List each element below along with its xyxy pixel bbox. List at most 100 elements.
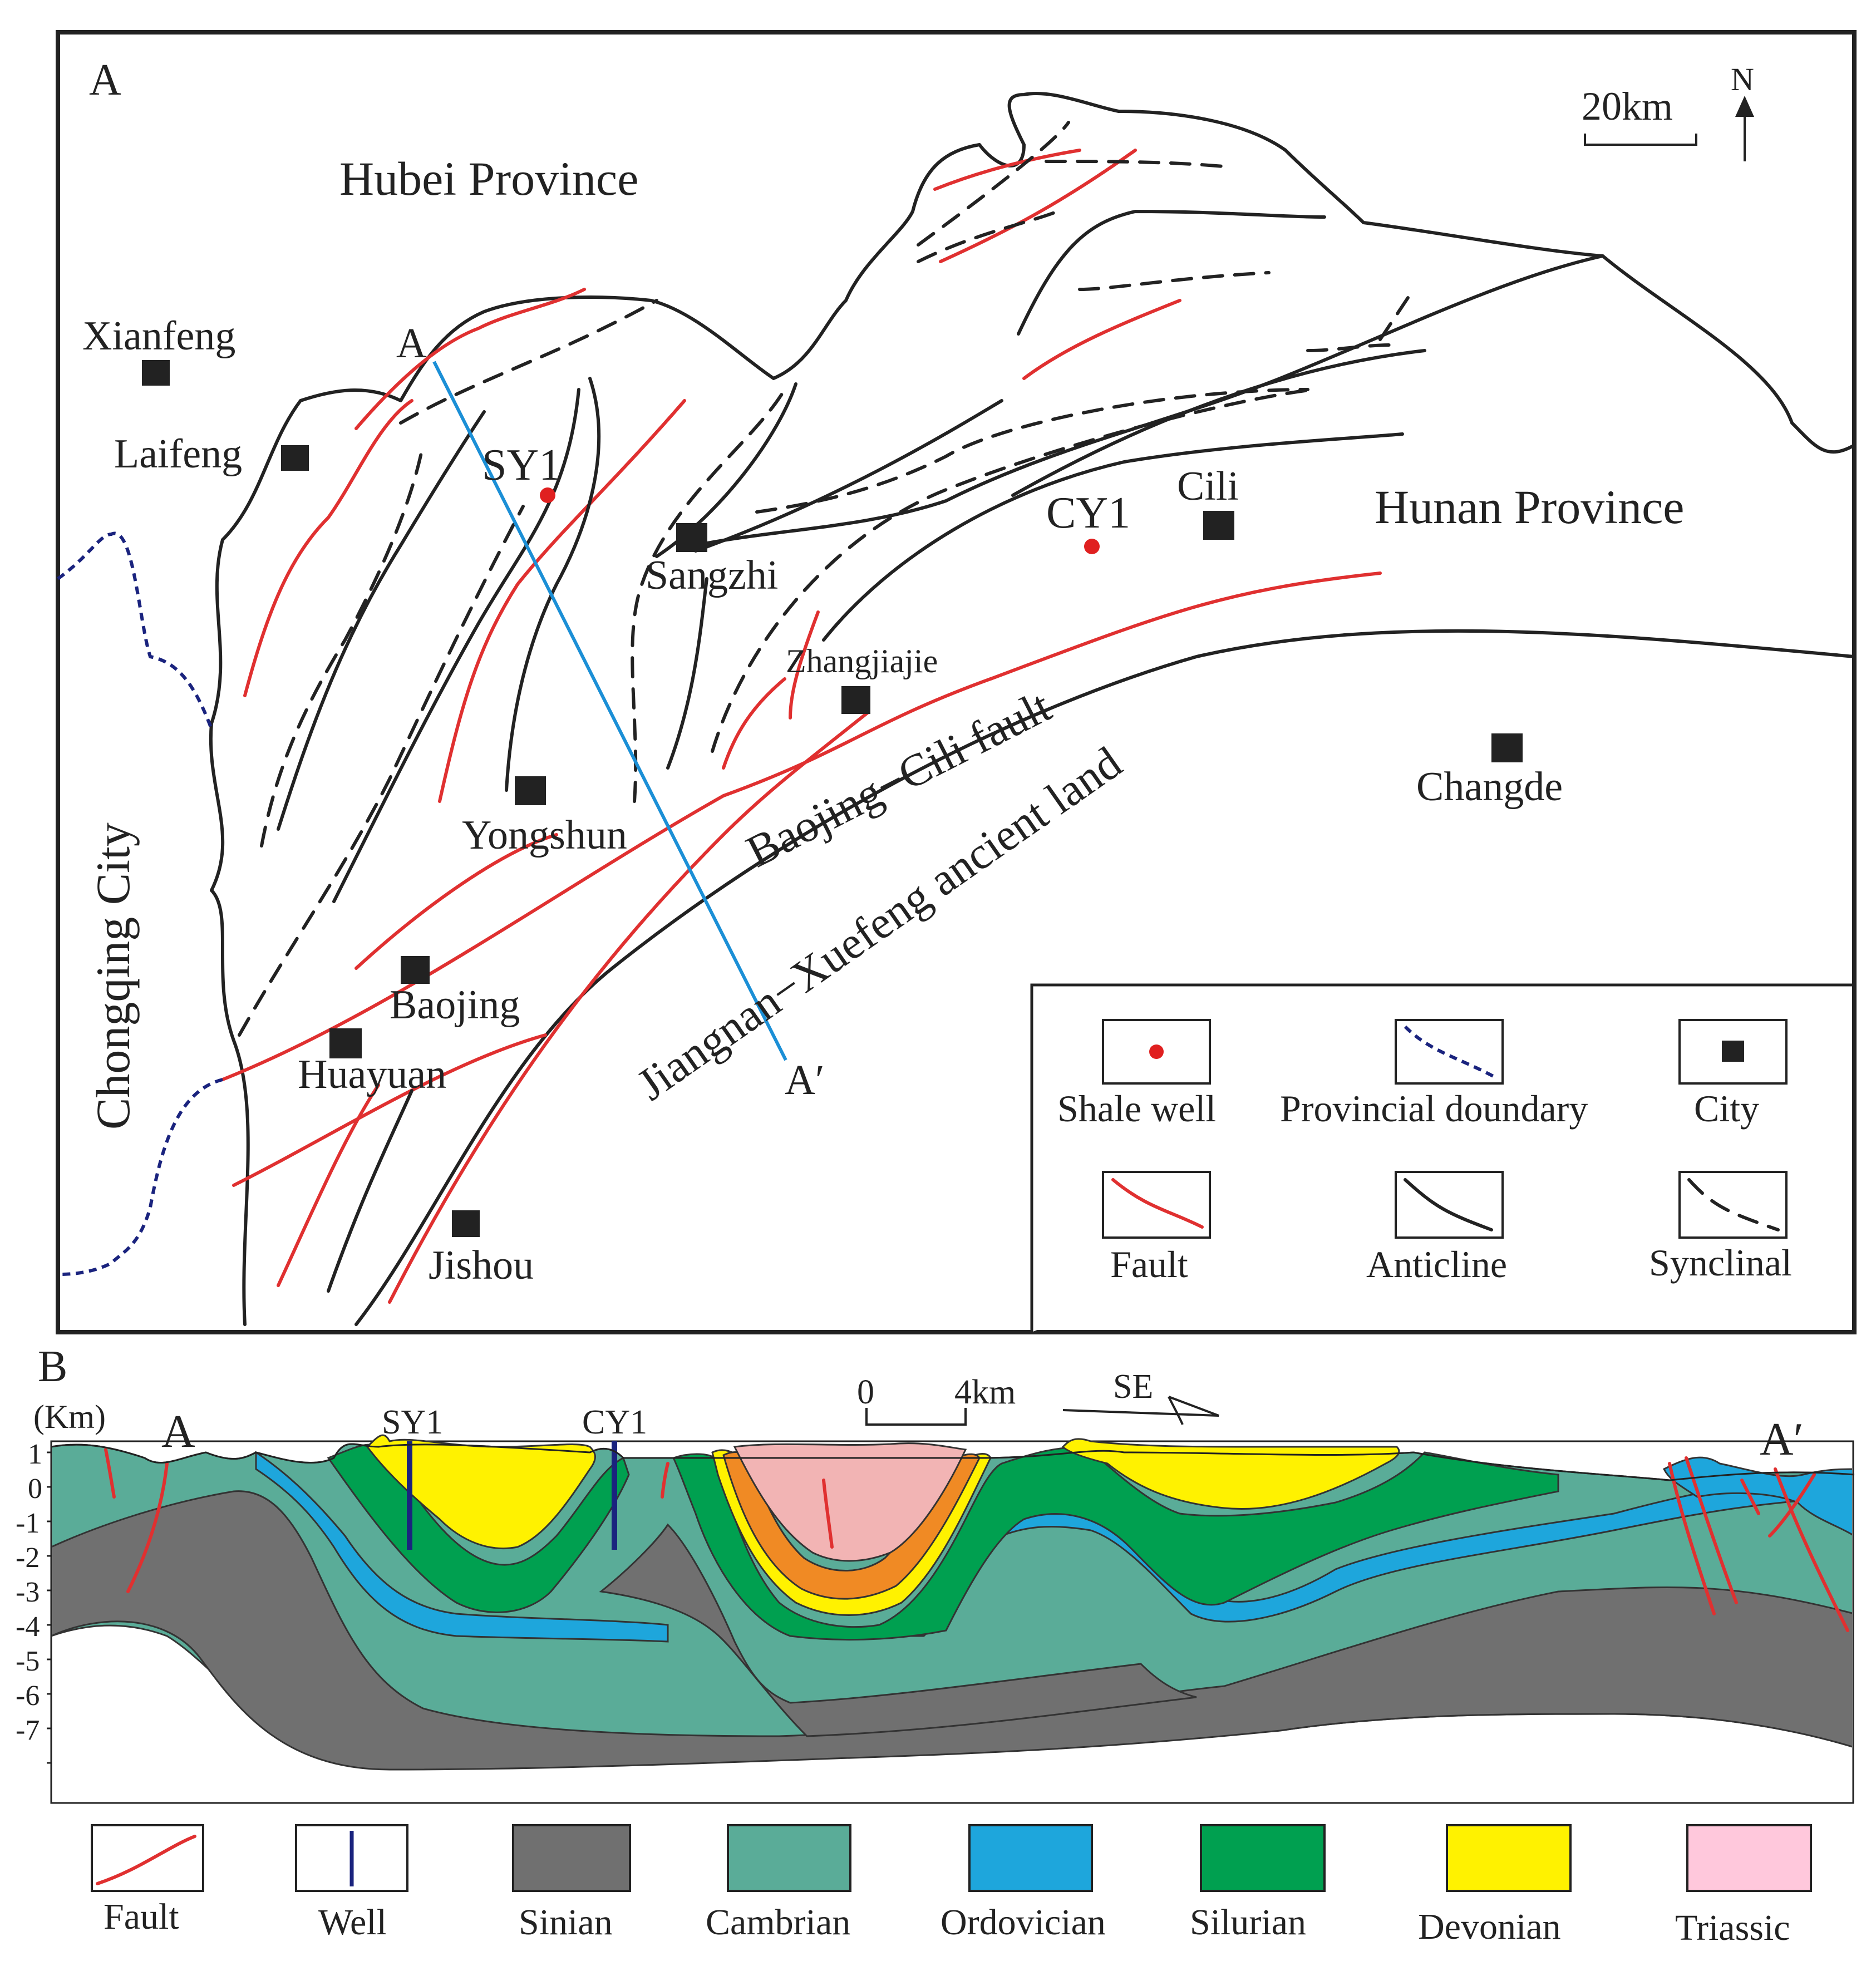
well-marker-cy1: [1084, 539, 1100, 554]
sinian-wedge: [599, 1523, 1197, 1737]
study-area-outline: [209, 91, 1856, 1326]
panel-a-label: A: [89, 56, 121, 105]
fault-line: [1774, 1467, 1849, 1632]
fault-line: [1685, 1456, 1738, 1604]
y-tick-minus1: -1: [16, 1507, 40, 1539]
y-tick-minus2: -2: [16, 1542, 40, 1574]
chongqing-city-label: Chongqing City: [86, 822, 140, 1130]
legend-swatch-triassic: [1686, 1824, 1812, 1892]
city-label-laifeng: Laifeng: [114, 431, 242, 477]
fault-line: [438, 399, 686, 803]
city-label-baojing: Baojing: [390, 982, 520, 1028]
city-label-cili: Cili: [1177, 464, 1239, 509]
red-line-icon: [1111, 1178, 1204, 1229]
direction-label: SE: [1113, 1368, 1153, 1406]
fault-line: [1768, 1473, 1816, 1538]
well-label-cy1: CY1: [1046, 489, 1130, 538]
city-marker-zhangjiajie: [841, 686, 870, 714]
legend-label-cambrian: Cambrian: [706, 1902, 850, 1943]
section-left-end-label: A: [161, 1406, 195, 1457]
fault-line: [354, 288, 586, 430]
fault-line: [388, 711, 870, 1304]
devonian-layer-west: [366, 1434, 596, 1550]
y-tick-0: 0: [28, 1473, 42, 1505]
city-label-changde: Changde: [1416, 764, 1563, 810]
section-line: [432, 361, 787, 1061]
section-well-label-sy1: SY1: [382, 1403, 443, 1441]
direction-arrow-icon: SE: [1062, 1368, 1219, 1425]
section-legend: Fault Well Sinian Cambrian Ordovician Si…: [91, 1824, 1812, 1948]
fault-line: [354, 833, 558, 970]
legend-swatch-devonian: [1446, 1824, 1572, 1892]
synclinal-lines: [238, 121, 1415, 1037]
legend-label-devonian: Devonian: [1418, 1906, 1561, 1947]
anticline-lines: [277, 210, 1604, 1293]
legend-label-sinian: Sinian: [519, 1902, 613, 1943]
city-marker-baojing: [401, 956, 430, 984]
hunan-province-label: Hunan Province: [1375, 480, 1684, 534]
fault-line: [789, 610, 820, 720]
map-legend: Shale well Provincial doundary City Faul…: [1030, 983, 1854, 1332]
well-marker-sy1: [540, 487, 555, 503]
map-scale-bar: 20km: [1582, 84, 1697, 146]
section-scale-end: 4km: [954, 1373, 1016, 1411]
y-tick-minus6: -6: [16, 1680, 40, 1712]
fault-line: [939, 149, 1137, 263]
section-scale-zero: 0: [857, 1373, 874, 1411]
city-label-sangzhi: Sangzhi: [646, 553, 778, 598]
north-arrow-icon: N: [1731, 61, 1754, 161]
fault-line: [126, 1462, 169, 1593]
section-y-axis: (Km) 1 0 -1 -2 -3 -4 -5 -6 -7: [16, 1398, 106, 1803]
devonian-layer-east: [1061, 1438, 1400, 1510]
section-y-unit: (Km): [33, 1398, 106, 1435]
legend-box-anticline: [1395, 1171, 1504, 1239]
orange-rim-central: [722, 1451, 981, 1600]
section-panel: B: [16, 1342, 1855, 1948]
legend-swatch-ordovician: [968, 1824, 1093, 1892]
y-tick-minus5: -5: [16, 1645, 40, 1677]
section-right-end-label: A′: [1760, 1413, 1804, 1465]
map-frame: [56, 30, 1857, 1334]
map-scale-label: 20km: [1582, 84, 1673, 129]
well-label-sy1: SY1: [482, 441, 561, 490]
fault-line: [933, 149, 1081, 191]
fault-line: [822, 1479, 834, 1549]
legend-swatch-silurian: [1200, 1824, 1326, 1892]
topography-line: [51, 1443, 1855, 1481]
legend-label-anticline: Anticline: [1366, 1243, 1507, 1285]
black-square-icon: [1722, 1041, 1744, 1062]
city-label-jishou: Jishou: [429, 1243, 534, 1288]
fault-line: [1022, 299, 1181, 380]
legend-label-provincial-boundary: Provincial doundary: [1280, 1087, 1588, 1130]
y-tick-1: 1: [28, 1438, 42, 1470]
sinian-layer: [52, 1490, 1852, 1771]
legend-box-provincial-boundary: [1395, 1019, 1504, 1085]
hubei-province-label: Hubei Province: [339, 152, 638, 205]
map-panel: A: [56, 30, 1857, 1334]
red-dot-icon: [1149, 1044, 1164, 1059]
fault-line: [722, 677, 786, 770]
fault-line: [232, 1033, 547, 1187]
city-marker-xianfeng: [142, 360, 170, 386]
city-markers: [142, 360, 1523, 1237]
city-label-xianfeng: Xianfeng: [82, 313, 235, 359]
fault-line: [243, 399, 413, 697]
section-layers: [52, 1434, 1852, 1771]
north-label: N: [1731, 61, 1754, 97]
city-label-yongshun: Yongshun: [462, 812, 627, 858]
city-marker-yongshun: [515, 776, 546, 805]
city-label-zhangjiajie: Zhangjiajie: [786, 643, 938, 679]
fault-lines: [221, 149, 1382, 1304]
city-marker-laifeng: [281, 445, 309, 471]
section-scale-bar: 0 4km: [857, 1373, 1016, 1426]
triassic-layer: [733, 1442, 967, 1562]
section-end-label: A′: [785, 1057, 825, 1103]
legend-label-triassic: Triassic: [1675, 1908, 1790, 1948]
city-marker-jishou: [452, 1210, 480, 1237]
city-marker-sangzhi: [676, 523, 707, 552]
ancient-land-boundary: [354, 629, 1856, 1326]
city-marker-huayuan: [329, 1028, 362, 1058]
legend-label-ordovician: Ordovician: [941, 1902, 1106, 1943]
panel-b-label: B: [38, 1342, 67, 1391]
